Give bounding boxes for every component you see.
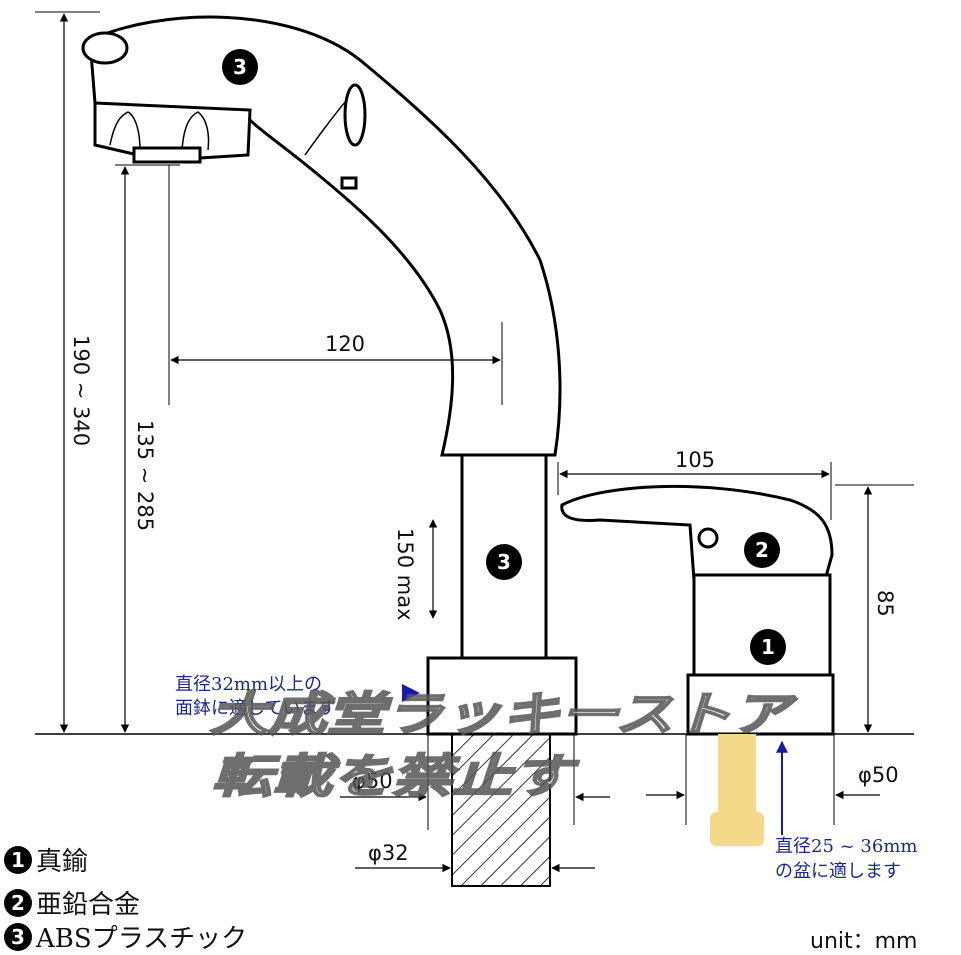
- svg-text:ABSプラスチック: ABSプラスチック: [35, 924, 247, 954]
- dim-handle-height: 85: [835, 484, 914, 733]
- dim-total-height: 190 ~ 340: [35, 11, 100, 733]
- svg-text:150 max: 150 max: [393, 528, 417, 621]
- svg-text:2: 2: [11, 891, 25, 915]
- supply-hose: [718, 734, 756, 814]
- svg-text:135 ~ 285: 135 ~ 285: [133, 420, 157, 531]
- callout-handle: 2: [744, 532, 780, 568]
- legend-item-1: 1 真鍮: [4, 846, 88, 877]
- legend-item-3: 3 ABSプラスチック: [4, 923, 247, 954]
- unit-label: unit：mm: [810, 929, 918, 954]
- left-note-arrow: [402, 684, 420, 702]
- dim-spout-height: 135 ~ 285: [115, 164, 180, 733]
- watermark-line1: 大成堂ラッキーストア: [210, 687, 798, 741]
- right-handle-assembly: [560, 484, 835, 846]
- dim-handle-width: 105: [557, 448, 832, 520]
- svg-text:3: 3: [233, 55, 247, 79]
- dim-reach: 120: [168, 165, 503, 405]
- svg-text:1: 1: [11, 848, 25, 872]
- right-note-line1: 直径25 ~ 36mm: [775, 836, 917, 857]
- callout-spout-head: 3: [222, 49, 258, 85]
- svg-text:3: 3: [497, 550, 511, 574]
- dim-pull-out: 150 max: [393, 519, 438, 621]
- left-note-line1: 直径32mm以上の: [175, 674, 322, 695]
- svg-text:85: 85: [873, 590, 897, 617]
- legend: 1 真鍮 2 亜鉛合金 3 ABSプラスチック: [4, 846, 247, 954]
- svg-text:105: 105: [675, 448, 715, 472]
- spray-button: [81, 31, 129, 65]
- watermark-line2: 転載を禁止す: [212, 749, 580, 803]
- spout-gooseneck: [88, 15, 562, 457]
- left-note-line2: 面鉢に適しています: [175, 698, 336, 719]
- svg-text:φ50: φ50: [858, 763, 899, 787]
- left-faucet: [81, 15, 578, 887]
- svg-text:φ50: φ50: [352, 769, 393, 793]
- lever-handle: [560, 484, 834, 582]
- svg-text:亜鉛合金: 亜鉛合金: [36, 890, 140, 920]
- dim-left-pipe: φ32: [355, 841, 595, 873]
- svg-text:3: 3: [11, 925, 25, 949]
- svg-text:190 ~ 340: 190 ~ 340: [69, 335, 93, 446]
- right-note-line2: の盆に適します: [775, 861, 901, 882]
- dim-right-base: φ50: [646, 734, 899, 825]
- left-base: [426, 656, 578, 736]
- svg-text:2: 2: [755, 538, 769, 562]
- callout-body: 1: [750, 629, 786, 665]
- svg-text:120: 120: [325, 332, 365, 356]
- dim-left-base: φ50: [340, 734, 610, 830]
- handle-body: [692, 573, 832, 682]
- handle-base: [686, 673, 835, 736]
- svg-text:1: 1: [761, 635, 775, 659]
- callout-spout-body: 3: [486, 544, 522, 580]
- svg-text:φ32: φ32: [368, 841, 409, 865]
- svg-text:真鍮: 真鍮: [36, 847, 88, 877]
- supply-hose-nut: [710, 812, 764, 846]
- legend-item-2: 2 亜鉛合金: [4, 889, 140, 920]
- left-pipe: [451, 733, 551, 887]
